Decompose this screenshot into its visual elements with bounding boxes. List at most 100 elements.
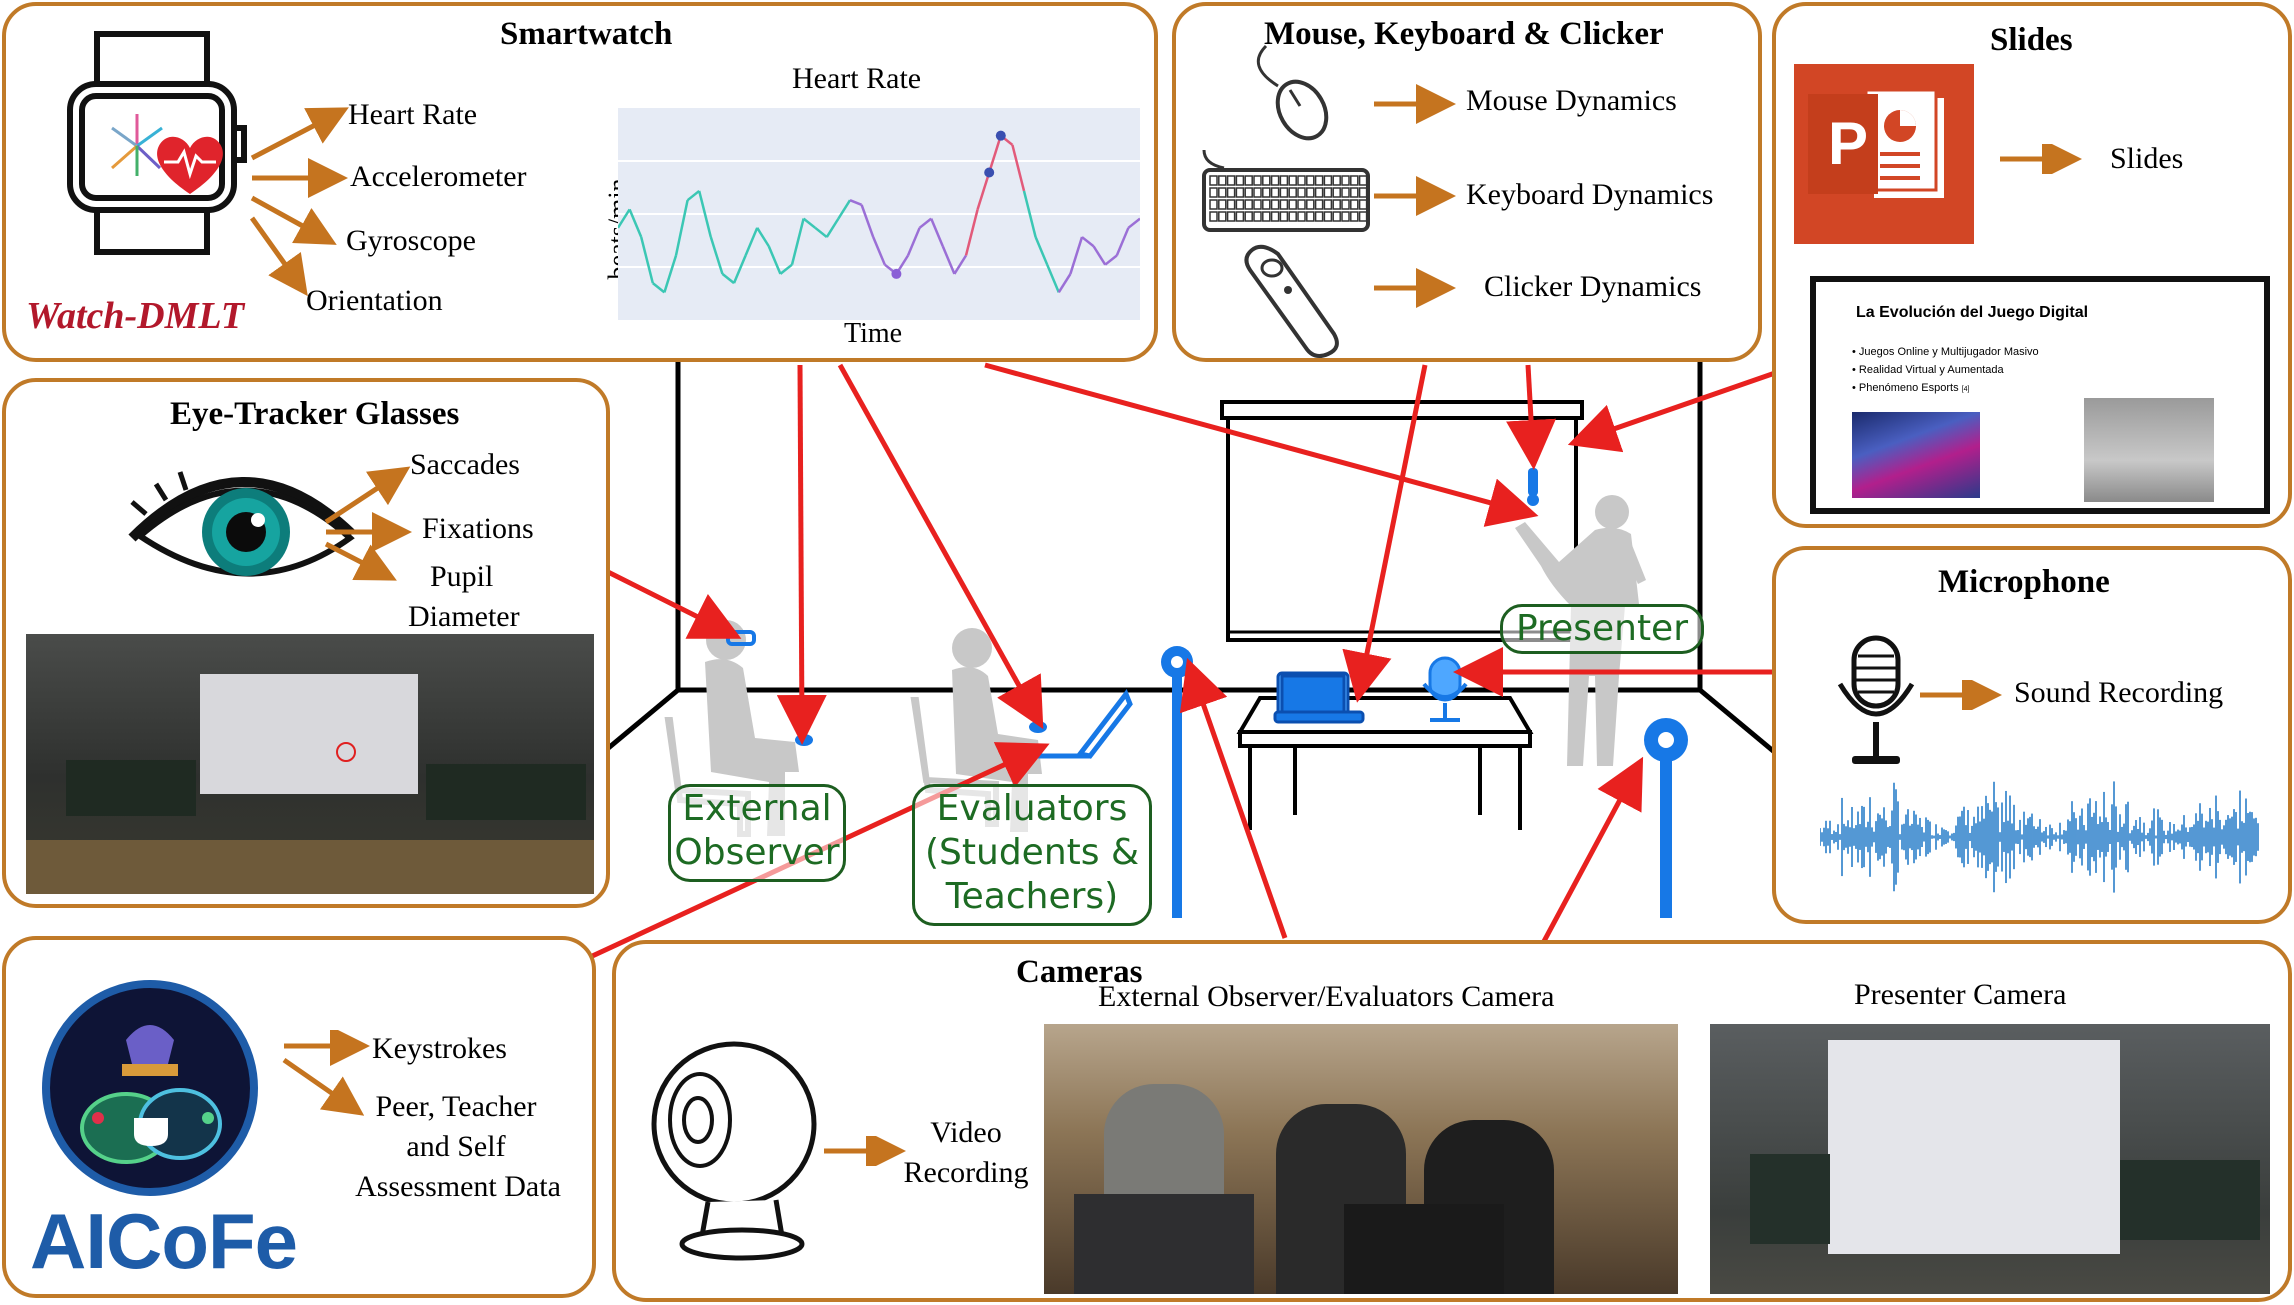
output-gyroscope: Gyroscope: [346, 224, 476, 257]
heart-rate-line-segment: [779, 263, 793, 275]
heart-rate-line-segment: [814, 226, 828, 239]
panel-title: Smartwatch: [500, 16, 673, 52]
heart-rate-line-segment: [1092, 245, 1107, 266]
keyboard-key: [1226, 175, 1236, 186]
projected-slide: [200, 674, 418, 794]
eye-icon: [128, 471, 356, 577]
cameras-panel: Cameras Video Recording External Observe…: [612, 940, 2292, 1302]
keyboard-key: [1226, 199, 1236, 210]
output-keystrokes: Keystrokes: [372, 1032, 507, 1065]
clicker-icon: [1244, 244, 1339, 358]
heart-rate-line-segment: [744, 227, 759, 256]
keyboard-key: [1244, 175, 1253, 186]
keyboard-key: [1323, 211, 1333, 222]
keyboard-key: [1314, 199, 1324, 210]
eye-tracker-view-photo: [26, 634, 594, 894]
keyboard-key: [1226, 187, 1236, 198]
heart-rate-line-segment: [721, 272, 735, 285]
keyboard-key: [1323, 187, 1333, 198]
keyboard-key: [1288, 175, 1297, 186]
keyboard-key: [1332, 175, 1341, 186]
heart-rate-line-segment: [964, 209, 979, 256]
keyboard-key: [1306, 211, 1315, 222]
smartwatch-icon: [67, 31, 247, 255]
output-diameter: Diameter: [408, 600, 520, 633]
output-keyboard-dynamics: Keyboard Dynamics: [1466, 178, 1714, 211]
keyboard-key: [1314, 187, 1324, 198]
keyboard-key: [1279, 175, 1289, 186]
slide-bullet: • Realidad Virtual y Aumentada: [1852, 364, 2004, 376]
panel-title: Cameras: [1016, 954, 1143, 990]
camera-pole-left: [1161, 646, 1193, 918]
heart-rate-line-segment: [756, 227, 770, 247]
keyboard-key: [1306, 175, 1315, 186]
desk-row: [26, 840, 594, 894]
keyboard-key: [1218, 187, 1227, 198]
laptop: [1344, 1204, 1504, 1294]
keyboard-key: [1270, 199, 1280, 210]
aicofe-arrows: [282, 1030, 370, 1116]
heart-rate-chart: [618, 108, 1140, 320]
camera-pole-right: [1644, 718, 1688, 918]
evaluators-line1: Evaluators: [936, 788, 1128, 829]
heart-rate-line-segment: [767, 245, 782, 275]
heart-rate-line-segment: [732, 254, 747, 284]
output-video-line2: Recording: [903, 1156, 1029, 1189]
output-saccades: Saccades: [410, 448, 520, 481]
microphone-icon: [1837, 635, 1915, 764]
keyboard-key: [1244, 211, 1253, 222]
keyboard-key: [1358, 211, 1368, 222]
output-clicker-dynamics: Clicker Dynamics: [1484, 270, 1702, 303]
heart-rate-line-segment: [1104, 254, 1118, 266]
keyboard-key: [1270, 211, 1280, 222]
keyboard-key: [1332, 211, 1341, 222]
keyboard-key: [1218, 199, 1227, 210]
input-devices-panel: Mouse, Keyboard & Clicker Mouse Dynamics…: [1172, 2, 1762, 362]
heart-rate-line-segment: [849, 199, 863, 206]
keyboard-key: [1358, 187, 1368, 198]
keyboard-key: [1209, 211, 1218, 222]
presenter-label: Presenter: [1500, 604, 1704, 654]
keyboard-key: [1209, 199, 1218, 210]
keyboard-key: [1262, 211, 1271, 222]
output-sound-recording: Sound Recording: [2014, 676, 2224, 709]
keyboard-key: [1350, 175, 1359, 186]
output-video-line1: Video: [930, 1116, 1002, 1149]
keyboard-key: [1323, 199, 1333, 210]
keyboard-key: [1253, 175, 1262, 186]
keyboard-key: [1358, 175, 1368, 186]
evaluators-line2: (Students &: [924, 832, 1140, 873]
keyboard-key: [1288, 199, 1297, 210]
keyboard-key: [1314, 211, 1324, 222]
heart-rate-line-segment: [802, 217, 816, 229]
heart-rate-line-segment: [953, 254, 968, 275]
heart-rate-line-segment: [1022, 190, 1037, 238]
heart-rate-line-segment: [1081, 236, 1095, 248]
keyboard-key: [1270, 187, 1280, 198]
keyboard-key: [1218, 175, 1227, 186]
heart-rate-marker: [891, 268, 902, 279]
smartwatch-panel: Smartwatch Watch-DMLT Heart Rate: [2, 2, 1158, 362]
output-assessment-line3: Assessment Data: [355, 1170, 561, 1203]
output-orientation: Orientation: [306, 284, 443, 317]
external-observer-label: External Observer: [668, 784, 846, 882]
keyboard-key: [1235, 211, 1245, 222]
camera1-label: External Observer/Evaluators Camera: [1098, 980, 1555, 1013]
blackboard: [1750, 1154, 1830, 1244]
presenter-camera-photo: [1710, 1024, 2270, 1294]
panel-title: Mouse, Keyboard & Clicker: [1264, 16, 1664, 52]
aicofe-logo-text: AICoFe: [30, 1197, 298, 1285]
keyboard-key: [1306, 187, 1315, 198]
webcam-icon: [651, 1041, 817, 1261]
heart-rate-line-segment: [652, 282, 666, 294]
heart-icon: [157, 136, 223, 194]
keyboard-key: [1332, 187, 1341, 198]
output-assessment-line2: and Self: [406, 1130, 506, 1163]
keyboard-key: [1218, 211, 1227, 222]
heart-rate-line-segment: [663, 255, 678, 293]
blackboard: [2120, 1160, 2260, 1240]
audio-waveform: [1820, 781, 2259, 893]
keyboard-key: [1297, 175, 1306, 186]
keyboard-key: [1209, 187, 1218, 198]
